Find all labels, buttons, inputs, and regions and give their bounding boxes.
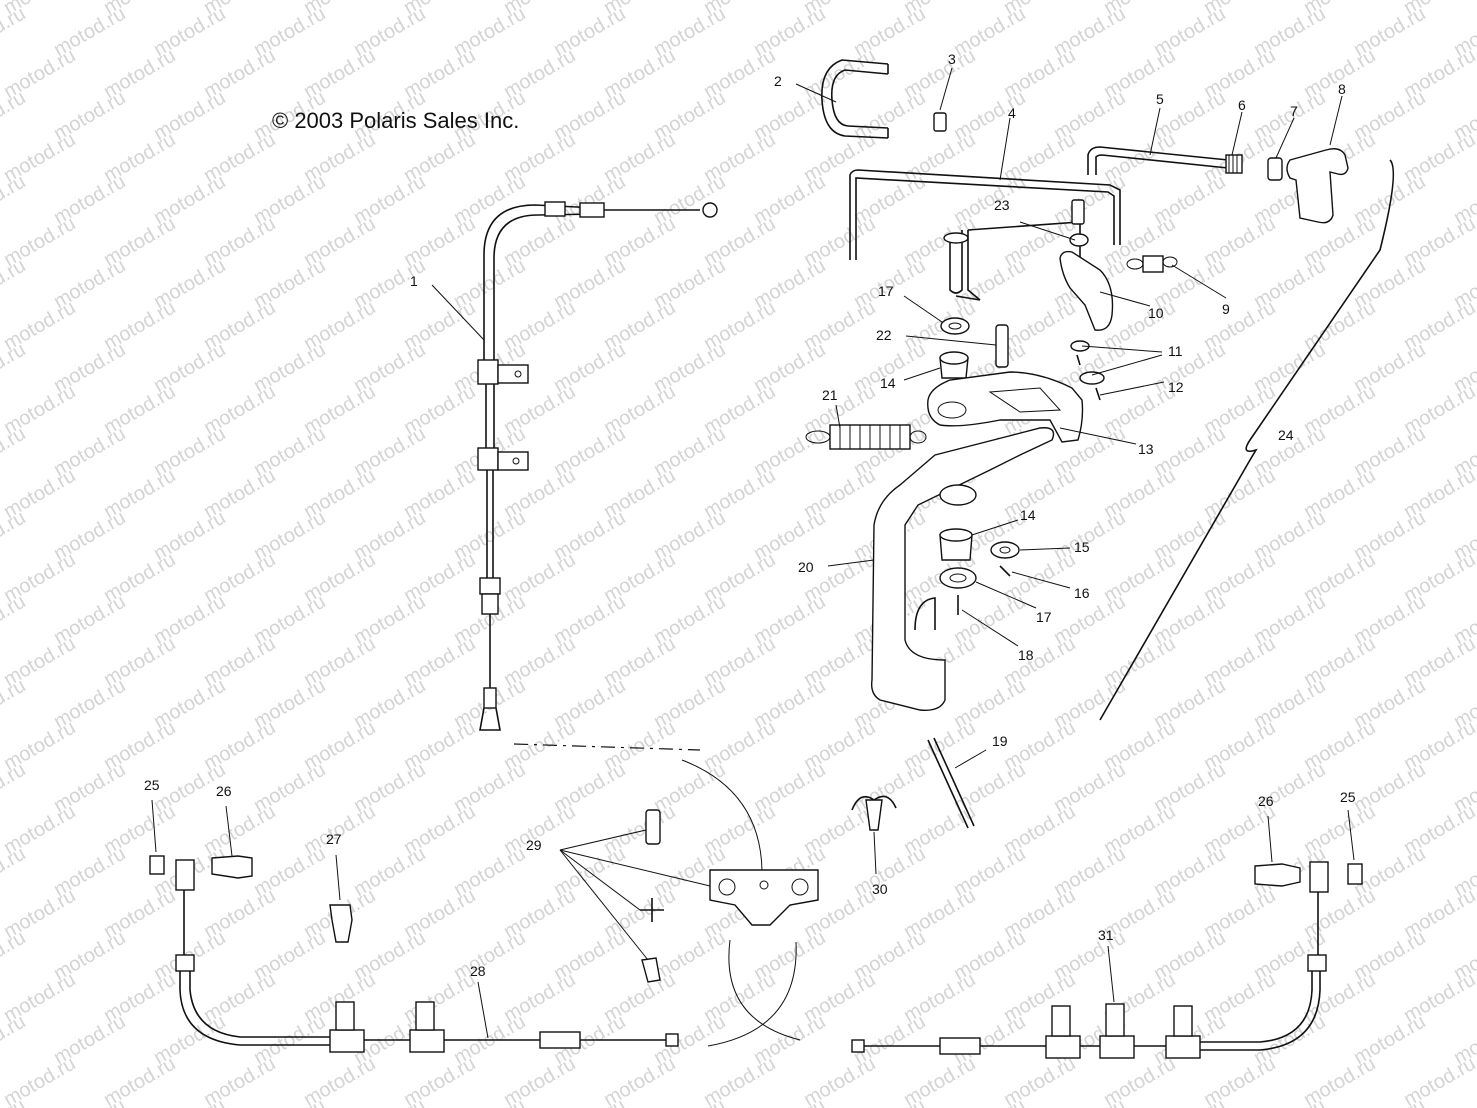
part-29-cross [640,898,664,922]
callout-11: 11 [1168,343,1183,359]
callout-15: 15 [1074,539,1090,555]
callout-21: 21 [822,387,838,403]
part-24-brace [1099,159,1395,721]
part-13-plate [927,371,1084,443]
callout-10: 10 [1148,305,1164,321]
part-22-pin [995,324,1009,368]
part-11-washer-a [1070,340,1090,352]
leader-lines [151,67,1355,1039]
part-6-grip [1225,154,1243,174]
part-1-cable [477,201,718,731]
callout-23: 23 [994,197,1010,213]
callout-3: 3 [948,51,956,67]
callout-28: 28 [470,963,486,979]
callout-17a: 17 [878,283,894,299]
callout-12: 12 [1168,379,1184,395]
part-12-pins [1076,354,1101,401]
part-31-cable [851,861,1329,1059]
part-7-bushing [1267,157,1283,181]
callout-18: 18 [1018,647,1034,663]
part-16-pin [999,565,1011,577]
part-10-lever [1059,250,1114,331]
part-27-bolt [329,904,353,943]
callout-22: 22 [876,327,892,343]
part-19-rod [927,737,975,829]
part-2-u-clip [821,59,889,139]
callout-14b: 14 [1020,507,1036,523]
part-pin [1071,199,1085,225]
part-25-nut-right [1347,863,1363,885]
callout-9: 9 [1222,301,1230,317]
callout-19: 19 [992,733,1008,749]
callout-29: 29 [526,837,542,853]
part-15-washer [990,541,1020,559]
callout-numbers: 1 2 3 4 5 6 7 8 9 10 11 12 13 14 14 15 1… [144,51,1356,979]
copyright-notice: © 2003 Polaris Sales Inc. [272,108,520,133]
part-9-spring [1126,255,1178,273]
part-pivot-bracket [943,221,1081,301]
callout-16: 16 [1074,585,1090,601]
callout-4: 4 [1008,105,1016,121]
part-30-clip [851,795,897,831]
callout-13: 13 [1138,441,1154,457]
callout-30: 30 [872,881,888,897]
part-4-rod [849,169,1121,260]
part-21-spring [805,424,927,450]
part-20-bracket [870,427,1055,711]
callout-1: 1 [410,273,418,289]
part-29-plate [709,869,819,926]
callout-26a: 26 [216,783,232,799]
part-28-cable [175,859,679,1053]
callout-2: 2 [774,73,782,89]
part-26-bolt-left [211,855,253,879]
part-29-pin [645,809,661,845]
callout-25a: 25 [144,777,160,793]
part-17-washer-bottom [939,567,977,589]
callout-26b: 26 [1258,793,1274,809]
part-8-t-handle [1286,148,1349,224]
part-3-nut [933,112,947,132]
callout-31: 31 [1098,927,1114,943]
part-26-bolt-right [1254,863,1301,887]
part-5-lever-rod [1087,146,1229,175]
callout-7: 7 [1290,103,1298,119]
callout-25b: 25 [1340,789,1356,805]
callout-6: 6 [1238,97,1246,113]
callout-24: 24 [1278,427,1294,443]
callout-14a: 14 [880,375,896,391]
part-29-clip [641,957,661,983]
callout-8: 8 [1338,81,1346,97]
part-11-washer-b [1079,371,1105,385]
callout-17b: 17 [1036,609,1052,625]
part-25-nut-left [149,855,165,875]
part-23-washer [1069,233,1089,247]
callout-20: 20 [798,559,814,575]
callout-27: 27 [326,831,342,847]
callout-5: 5 [1156,91,1164,107]
part-17-washer-top [940,317,970,335]
